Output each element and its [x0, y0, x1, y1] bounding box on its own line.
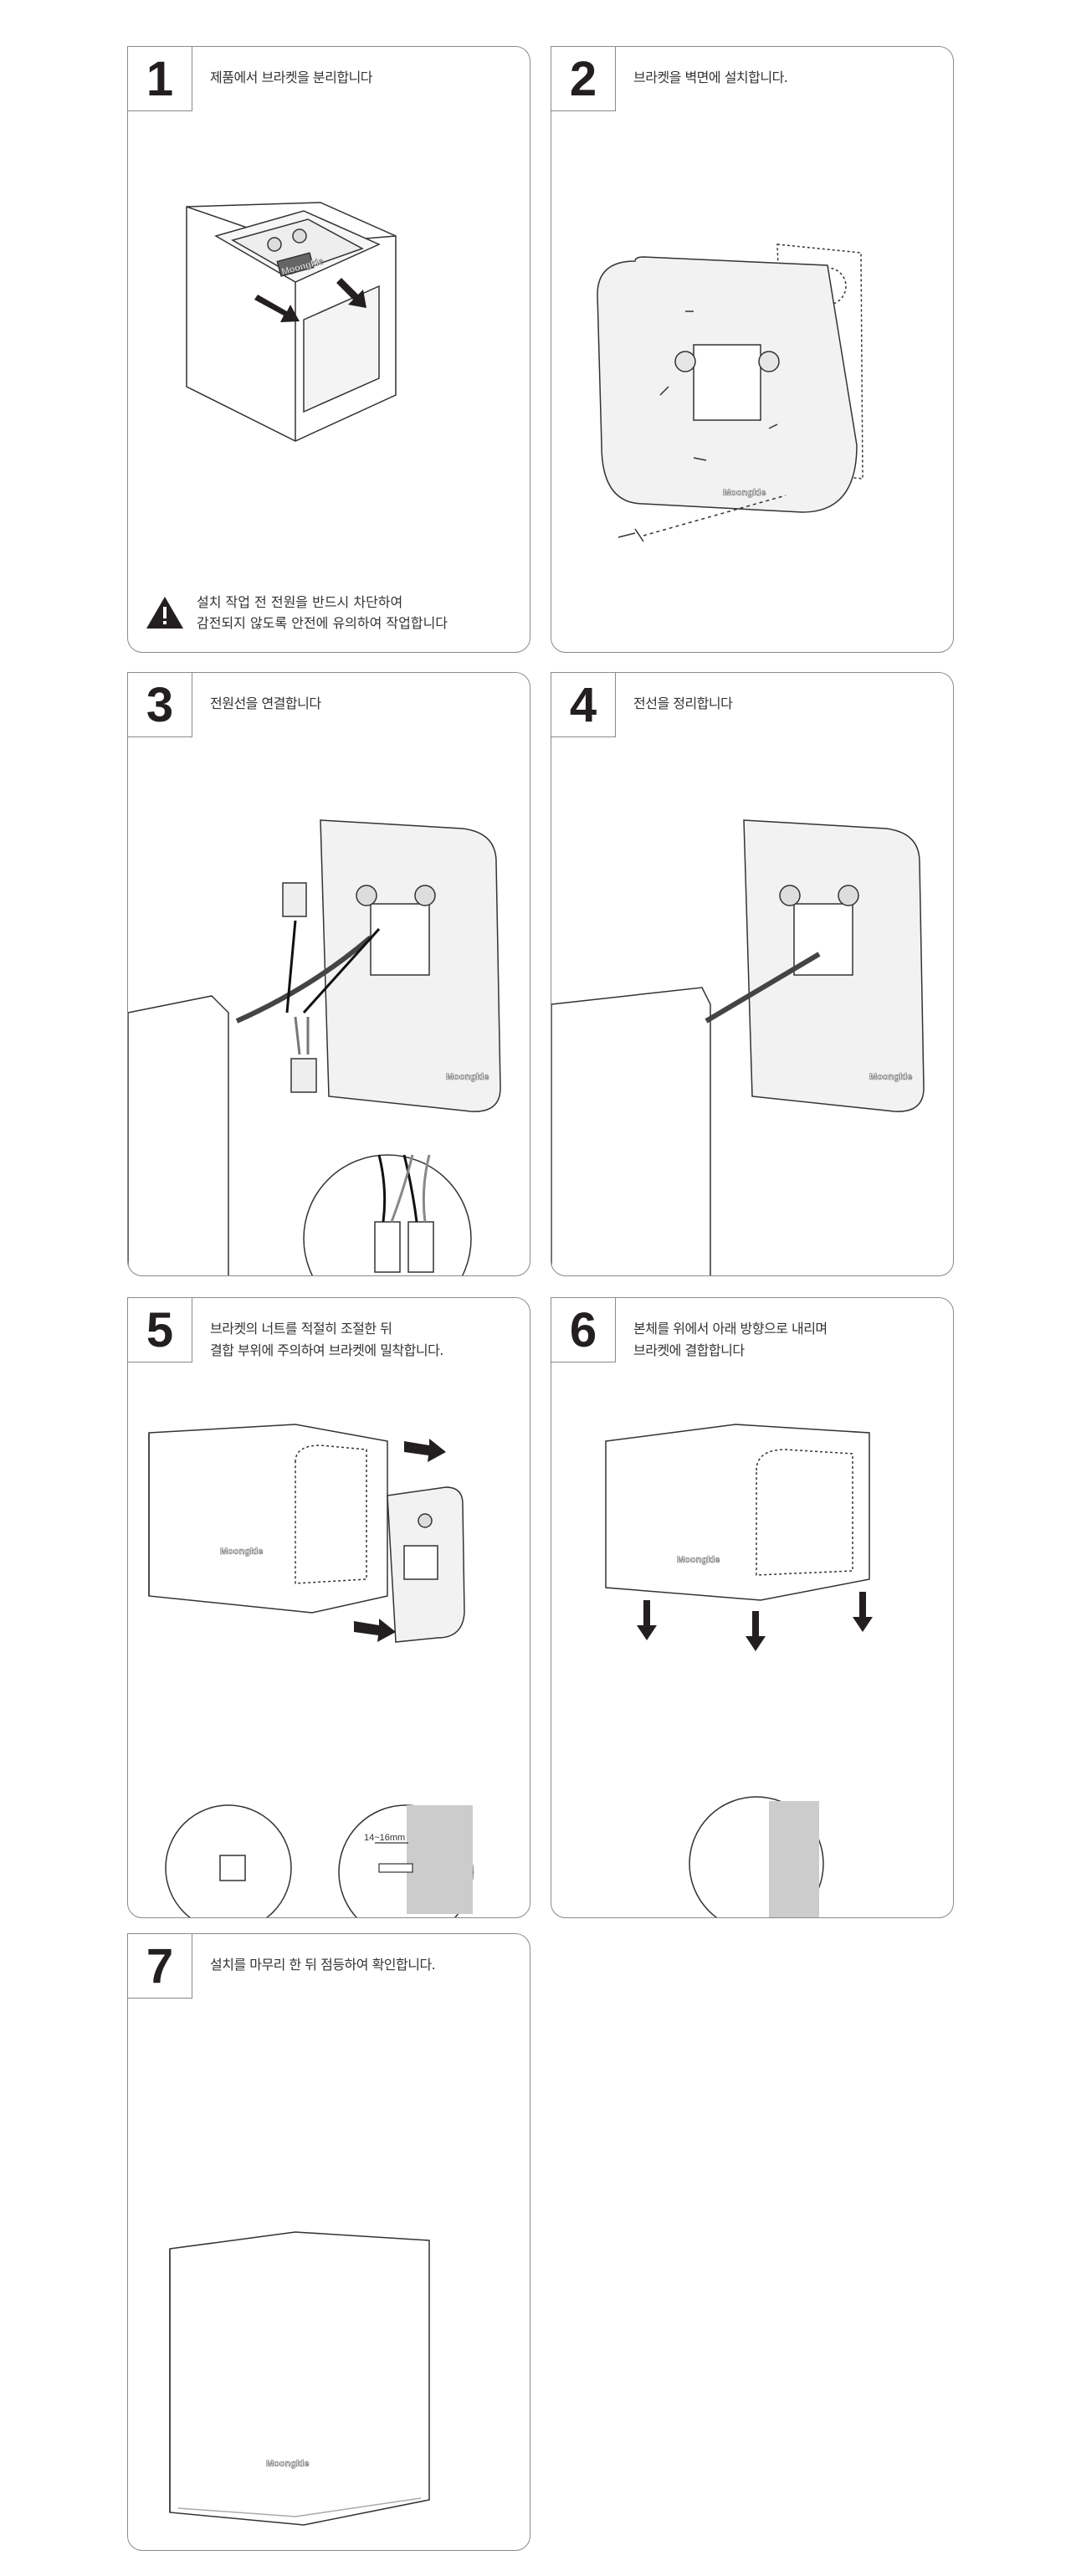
step-number: 3 — [128, 673, 192, 737]
warning-line: 설치 작업 전 전원을 반드시 차단하여 — [197, 594, 403, 610]
wire-arrangement-illustration: Moongkle — [551, 819, 925, 1275]
step-number: 4 — [551, 673, 616, 737]
arrow-down-icon — [853, 1592, 873, 1632]
step-instruction: 설치를 마무리 한 뒤 점등하여 확인합니다. — [210, 1957, 436, 1973]
completed-light-illustration: Moongkle — [169, 2231, 430, 2526]
brand-logo: Moongkle — [869, 1072, 912, 1082]
brand-logo: Moongkle — [677, 1555, 720, 1565]
step-number: 1 — [128, 47, 192, 111]
step-number: 2 — [551, 47, 616, 111]
arrow-down-icon — [254, 295, 300, 322]
step-number: 5 — [128, 1298, 192, 1362]
warning-triangle-icon — [146, 597, 183, 629]
step-number: 7 — [128, 1934, 192, 1999]
arrow-down-icon — [746, 1611, 766, 1651]
bracket-removal-illustration: Moongkle — [186, 202, 397, 442]
step-3-panel: 3 전원선을 연결합니다 Moongkle — [127, 672, 530, 1276]
arrow-right-icon — [404, 1439, 446, 1462]
brand-logo: Moongkle — [446, 1072, 489, 1082]
step-number: 6 — [551, 1298, 616, 1362]
step-instruction: 전선을 정리합니다 — [633, 695, 733, 711]
wall-mount-illustration: Moongkle — [597, 244, 863, 542]
warning-line: 감전되지 않도록 안전에 유의하여 작업합니다 — [197, 615, 448, 631]
bracket-attach-illustration: 14~16mm Moongkle — [148, 1424, 474, 1917]
step-4-panel: 4 전선을 정리합니다 Moongkle — [551, 672, 954, 1276]
power-wire-connection-illustration: Moongkle — [128, 819, 501, 1275]
step-7-panel: 7 설치를 마무리 한 뒤 점등하여 확인합니다. Moongkle — [127, 1933, 530, 2551]
arrow-down-icon — [637, 1600, 657, 1640]
arrow-down-icon — [336, 278, 366, 308]
step-2-panel: 2 브라켓을 벽면에 설치합니다. Moongkle — [551, 46, 954, 653]
step-1-panel: 1 제품에서 브라켓을 분리합니다 Moongkle 설치 작업 전 전원을 반… — [127, 46, 530, 653]
dimension-label: 14~16mm — [364, 1833, 405, 1843]
brand-logo: Moongkle — [266, 2459, 309, 2469]
body-mount-illustration: Moongkle — [605, 1424, 873, 1917]
brand-logo: Moongkle — [723, 488, 766, 498]
arrow-right-icon — [354, 1619, 396, 1642]
brand-logo: Moongkle — [220, 1547, 263, 1557]
step-instruction: 제품에서 브라켓을 분리합니다 — [210, 69, 373, 85]
step-instruction: 브라켓을 벽면에 설치합니다. — [633, 69, 788, 85]
step-instruction: 전원선을 연결합니다 — [210, 695, 321, 711]
